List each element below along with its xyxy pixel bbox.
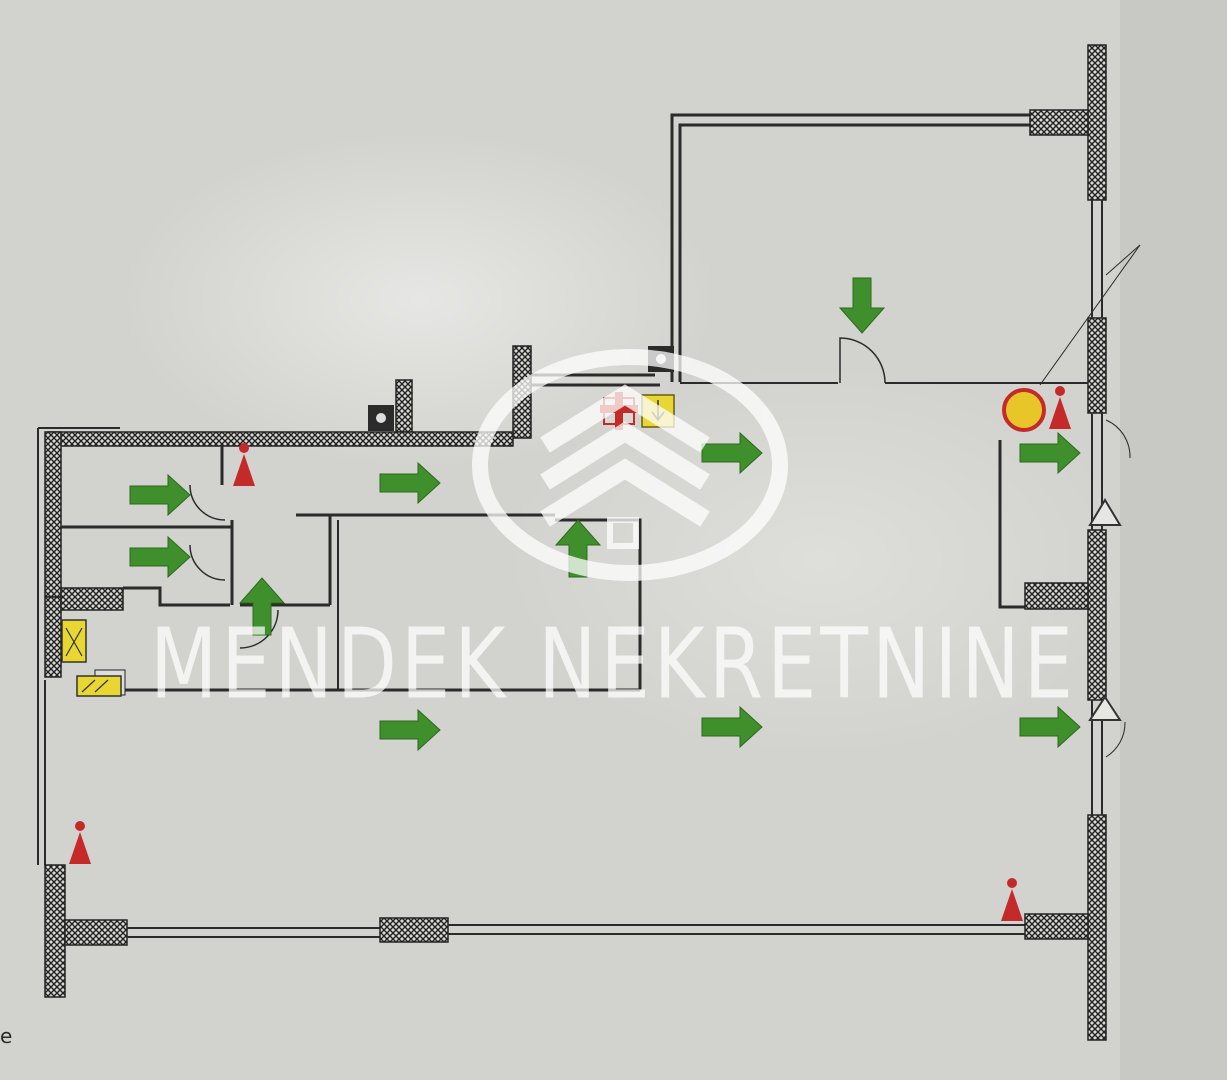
assembly-point-icon bbox=[1002, 388, 1046, 432]
evacuation-arrow-icon bbox=[129, 535, 191, 579]
evacuation-arrows bbox=[129, 277, 1081, 752]
evacuation-arrow-icon bbox=[701, 431, 763, 475]
fire-extinguisher-icon bbox=[69, 821, 91, 864]
evacuation-arrow-icon bbox=[1019, 431, 1081, 475]
evacuation-arrow-icon bbox=[701, 705, 763, 749]
electrical-panel-icon bbox=[61, 619, 122, 697]
evacuation-arrow-icon bbox=[238, 577, 286, 636]
evacuation-arrow-icon bbox=[379, 461, 441, 505]
fire-extinguisher-icon bbox=[1001, 878, 1023, 921]
evacuation-arrow-icon bbox=[838, 277, 886, 334]
watermark-logo-icon bbox=[472, 349, 788, 581]
walls bbox=[37, 44, 1141, 1041]
fire-extinguisher-icon bbox=[1049, 386, 1071, 429]
fire-extinguisher-icon bbox=[233, 443, 255, 486]
evacuation-arrow-icon bbox=[379, 708, 441, 752]
evacuation-arrow-icon bbox=[129, 473, 191, 517]
fire-extinguishers bbox=[69, 386, 1071, 921]
watermark-text: MENDEK NEKRETNINE bbox=[149, 608, 1078, 722]
corner-caption: e bbox=[0, 1024, 13, 1048]
evacuation-arrow-icon bbox=[1019, 705, 1081, 749]
warning-triangle-icon bbox=[1088, 498, 1122, 721]
